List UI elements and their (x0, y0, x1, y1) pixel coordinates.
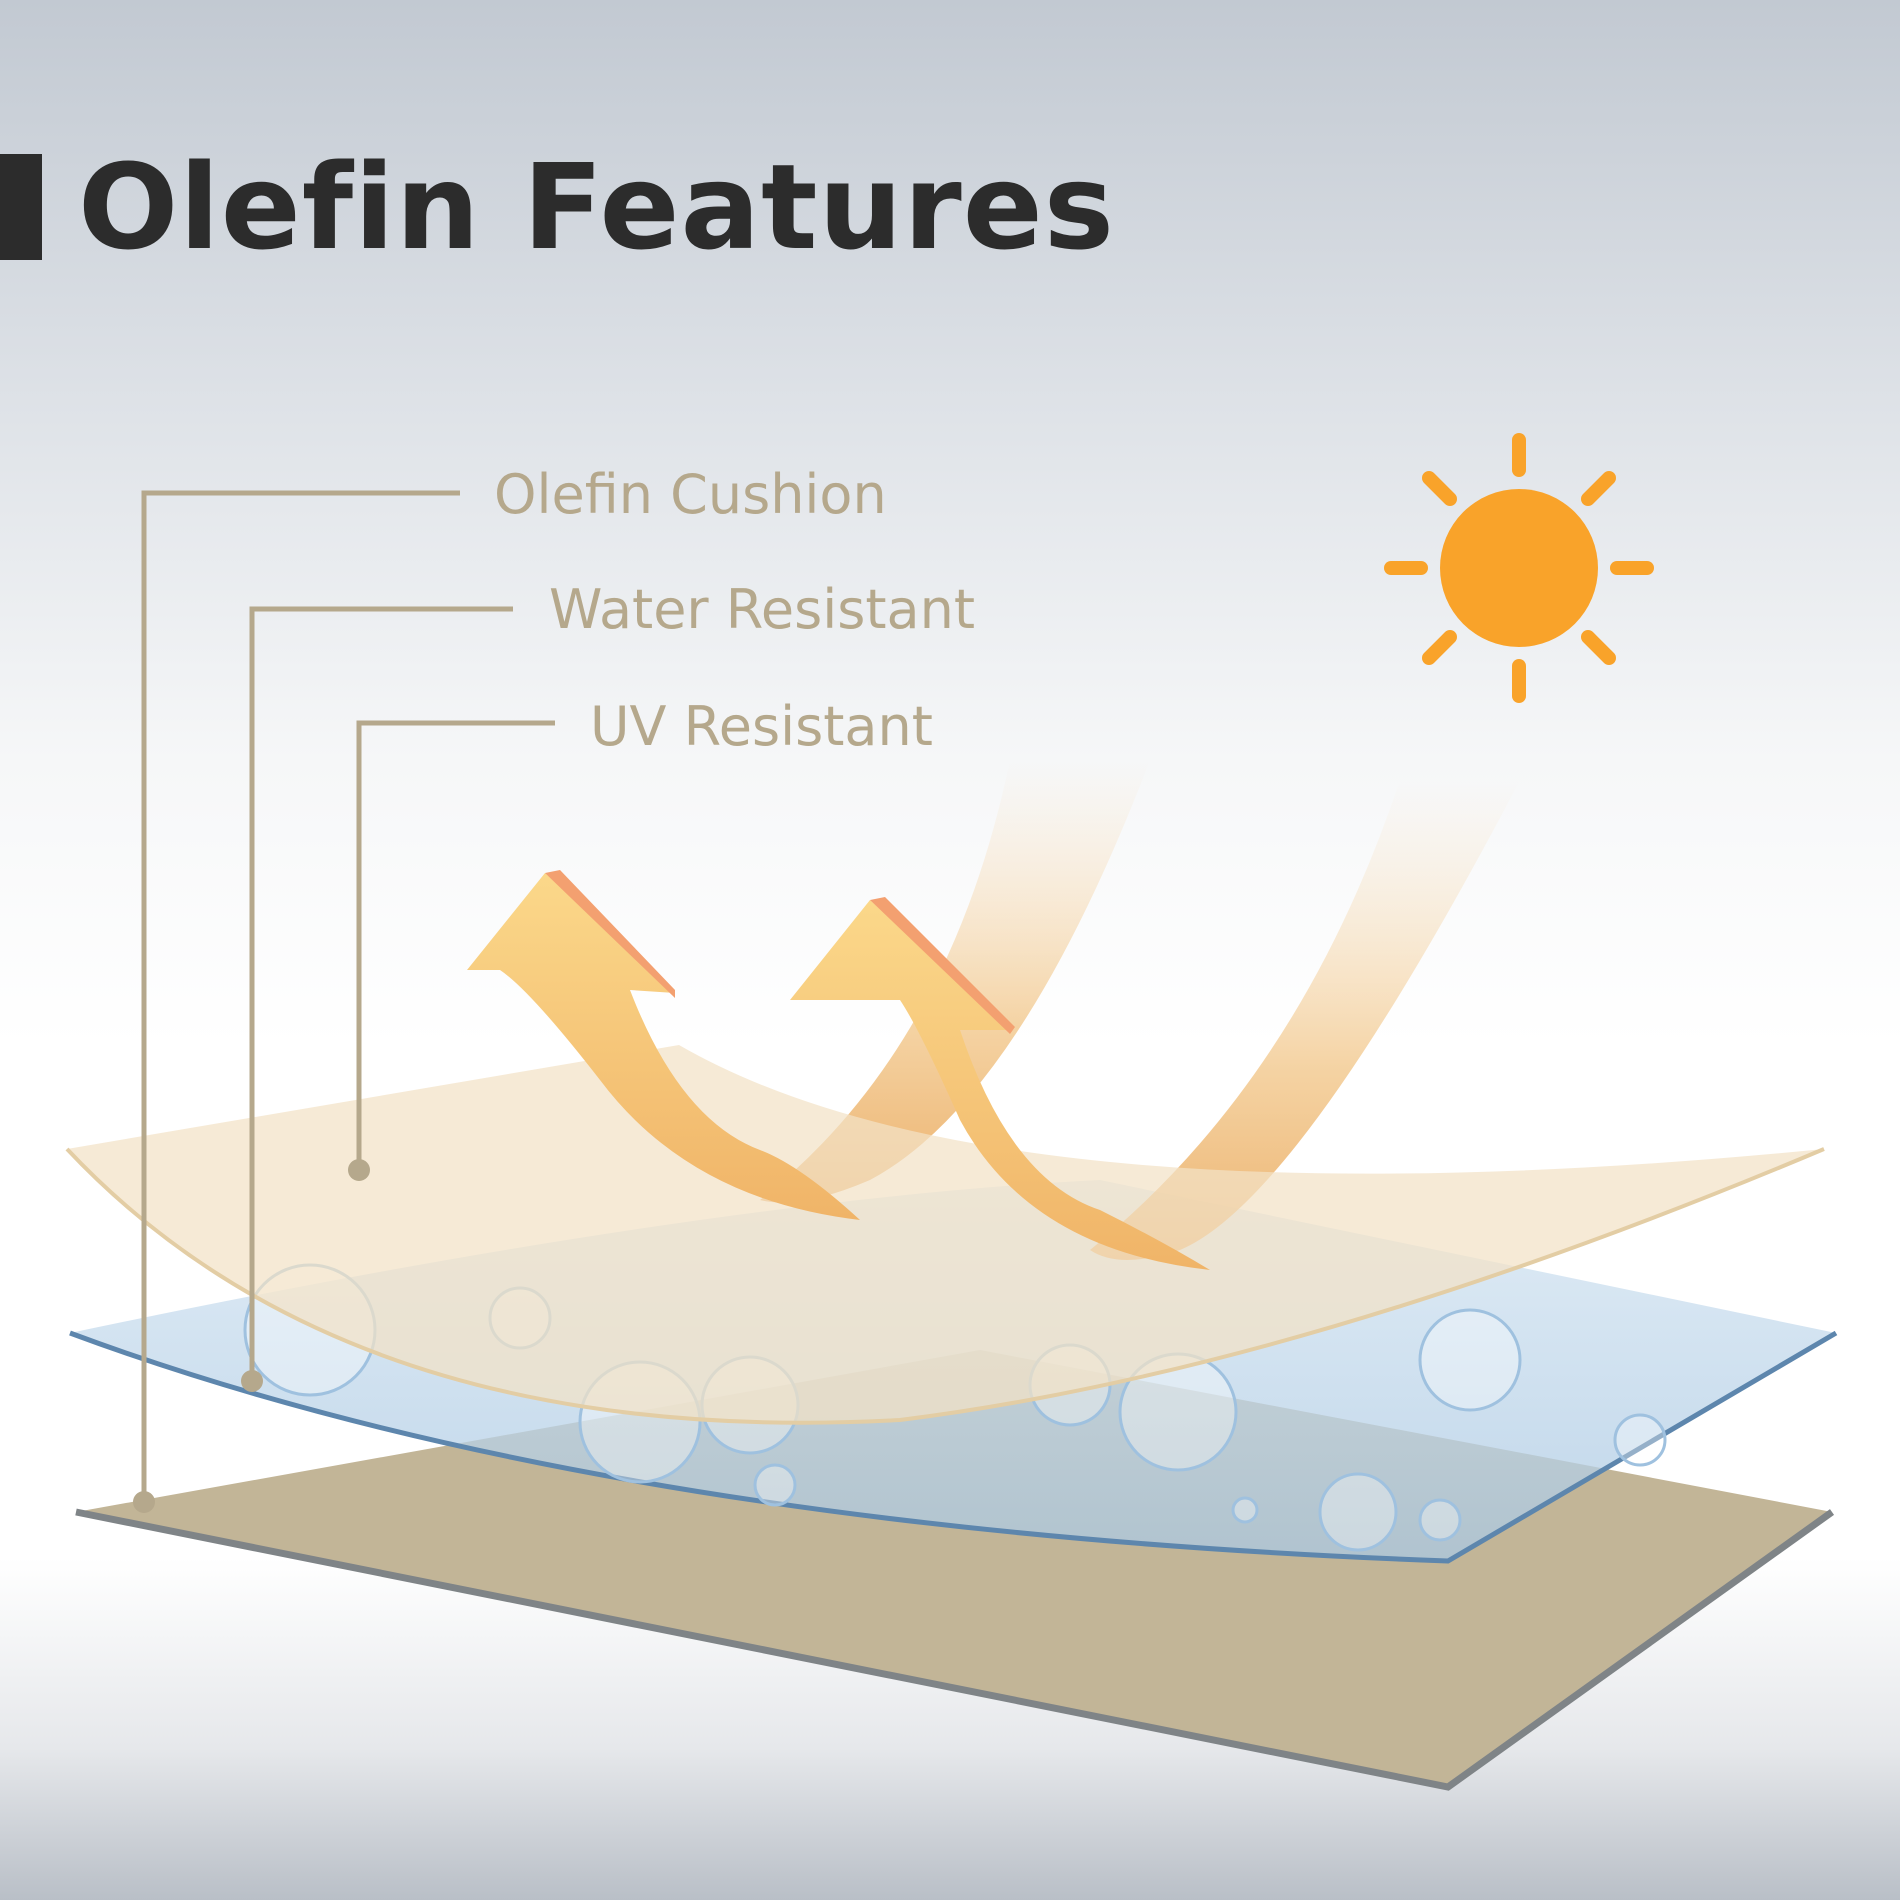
label-olefin-cushion: Olefin Cushion (494, 463, 887, 526)
title-accent-bar (0, 154, 42, 260)
page-title: Olefin Features (78, 138, 1116, 276)
arrow-up-curved-icon (790, 897, 1210, 1270)
leader-dot (133, 1491, 155, 1513)
leader-dot (348, 1159, 370, 1181)
arrow-up-curved-icon (467, 870, 860, 1220)
leader-lines (141, 490, 555, 1502)
label-uv-resistant: UV Resistant (590, 695, 933, 758)
olefin-cushion-layer (67, 1045, 1824, 1423)
sun-icon (1384, 433, 1654, 703)
label-water-resistant: Water Resistant (549, 578, 976, 641)
leader-dot (241, 1370, 263, 1392)
